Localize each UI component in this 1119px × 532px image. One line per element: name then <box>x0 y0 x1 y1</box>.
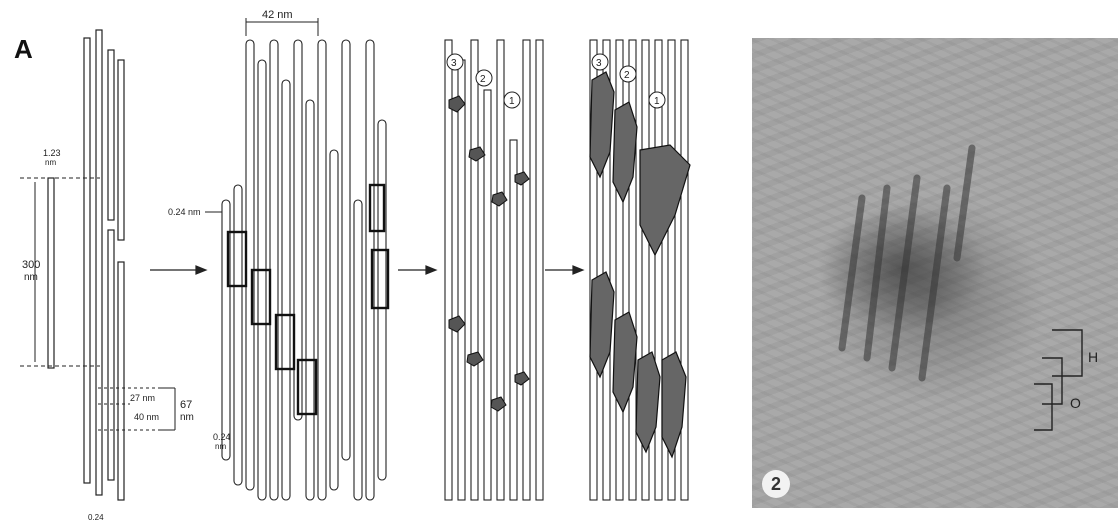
label-0-24-lower: 0.24 <box>213 432 231 442</box>
micrograph-number: 2 <box>762 470 790 498</box>
stage4-fibrils <box>589 39 689 501</box>
label-1-23: 1.23 <box>43 148 61 158</box>
micrograph-overlay: H O <box>838 144 1098 431</box>
label-0-24nm: 0.24 nm <box>168 207 201 217</box>
label-67: 67 <box>180 399 192 411</box>
stage1-molecules <box>47 29 125 501</box>
stage3-circle-1: 1 <box>509 96 515 107</box>
stage3-circle-labels <box>446 53 521 109</box>
stage4-crystals <box>589 71 691 459</box>
label-1-23-unit: nm <box>45 158 56 167</box>
label-300: 300 <box>22 259 40 271</box>
arrows <box>150 265 585 275</box>
micrograph-period-marks <box>1034 329 1083 431</box>
panel-a-label: A <box>14 34 33 64</box>
collagen-assembly-diagram: 1.23 nm 300 nm 27 nm 40 nm 67 nm 0.24 <box>20 9 691 522</box>
micrograph-panel: H O 2 <box>752 38 1118 508</box>
label-o: O <box>1070 395 1081 411</box>
stage4-circle-1: 1 <box>654 96 660 107</box>
stage3-circle-2: 2 <box>480 74 486 85</box>
label-h: H <box>1088 349 1098 365</box>
label-40nm: 40 nm <box>134 412 159 422</box>
label-300-unit: nm <box>24 272 38 283</box>
label-27nm: 27 nm <box>130 393 155 403</box>
label-67-unit: nm <box>180 412 194 423</box>
micrograph-bands <box>838 144 976 382</box>
stage3-nuclei <box>448 95 530 412</box>
label-0-24-bottom: 0.24 <box>88 513 104 522</box>
stage4-circle-2: 2 <box>624 70 630 81</box>
label-0-24-lower-unit: nm <box>215 442 226 451</box>
stage1-dimensions <box>20 177 176 431</box>
stage4-circle-3: 3 <box>596 58 602 69</box>
stage3-circle-3: 3 <box>451 58 457 69</box>
stage2-dimensions <box>205 18 319 432</box>
stage2-gap-boxes <box>226 183 390 416</box>
stage4-circle-labels <box>591 53 666 109</box>
label-42nm: 42 nm <box>262 9 293 21</box>
